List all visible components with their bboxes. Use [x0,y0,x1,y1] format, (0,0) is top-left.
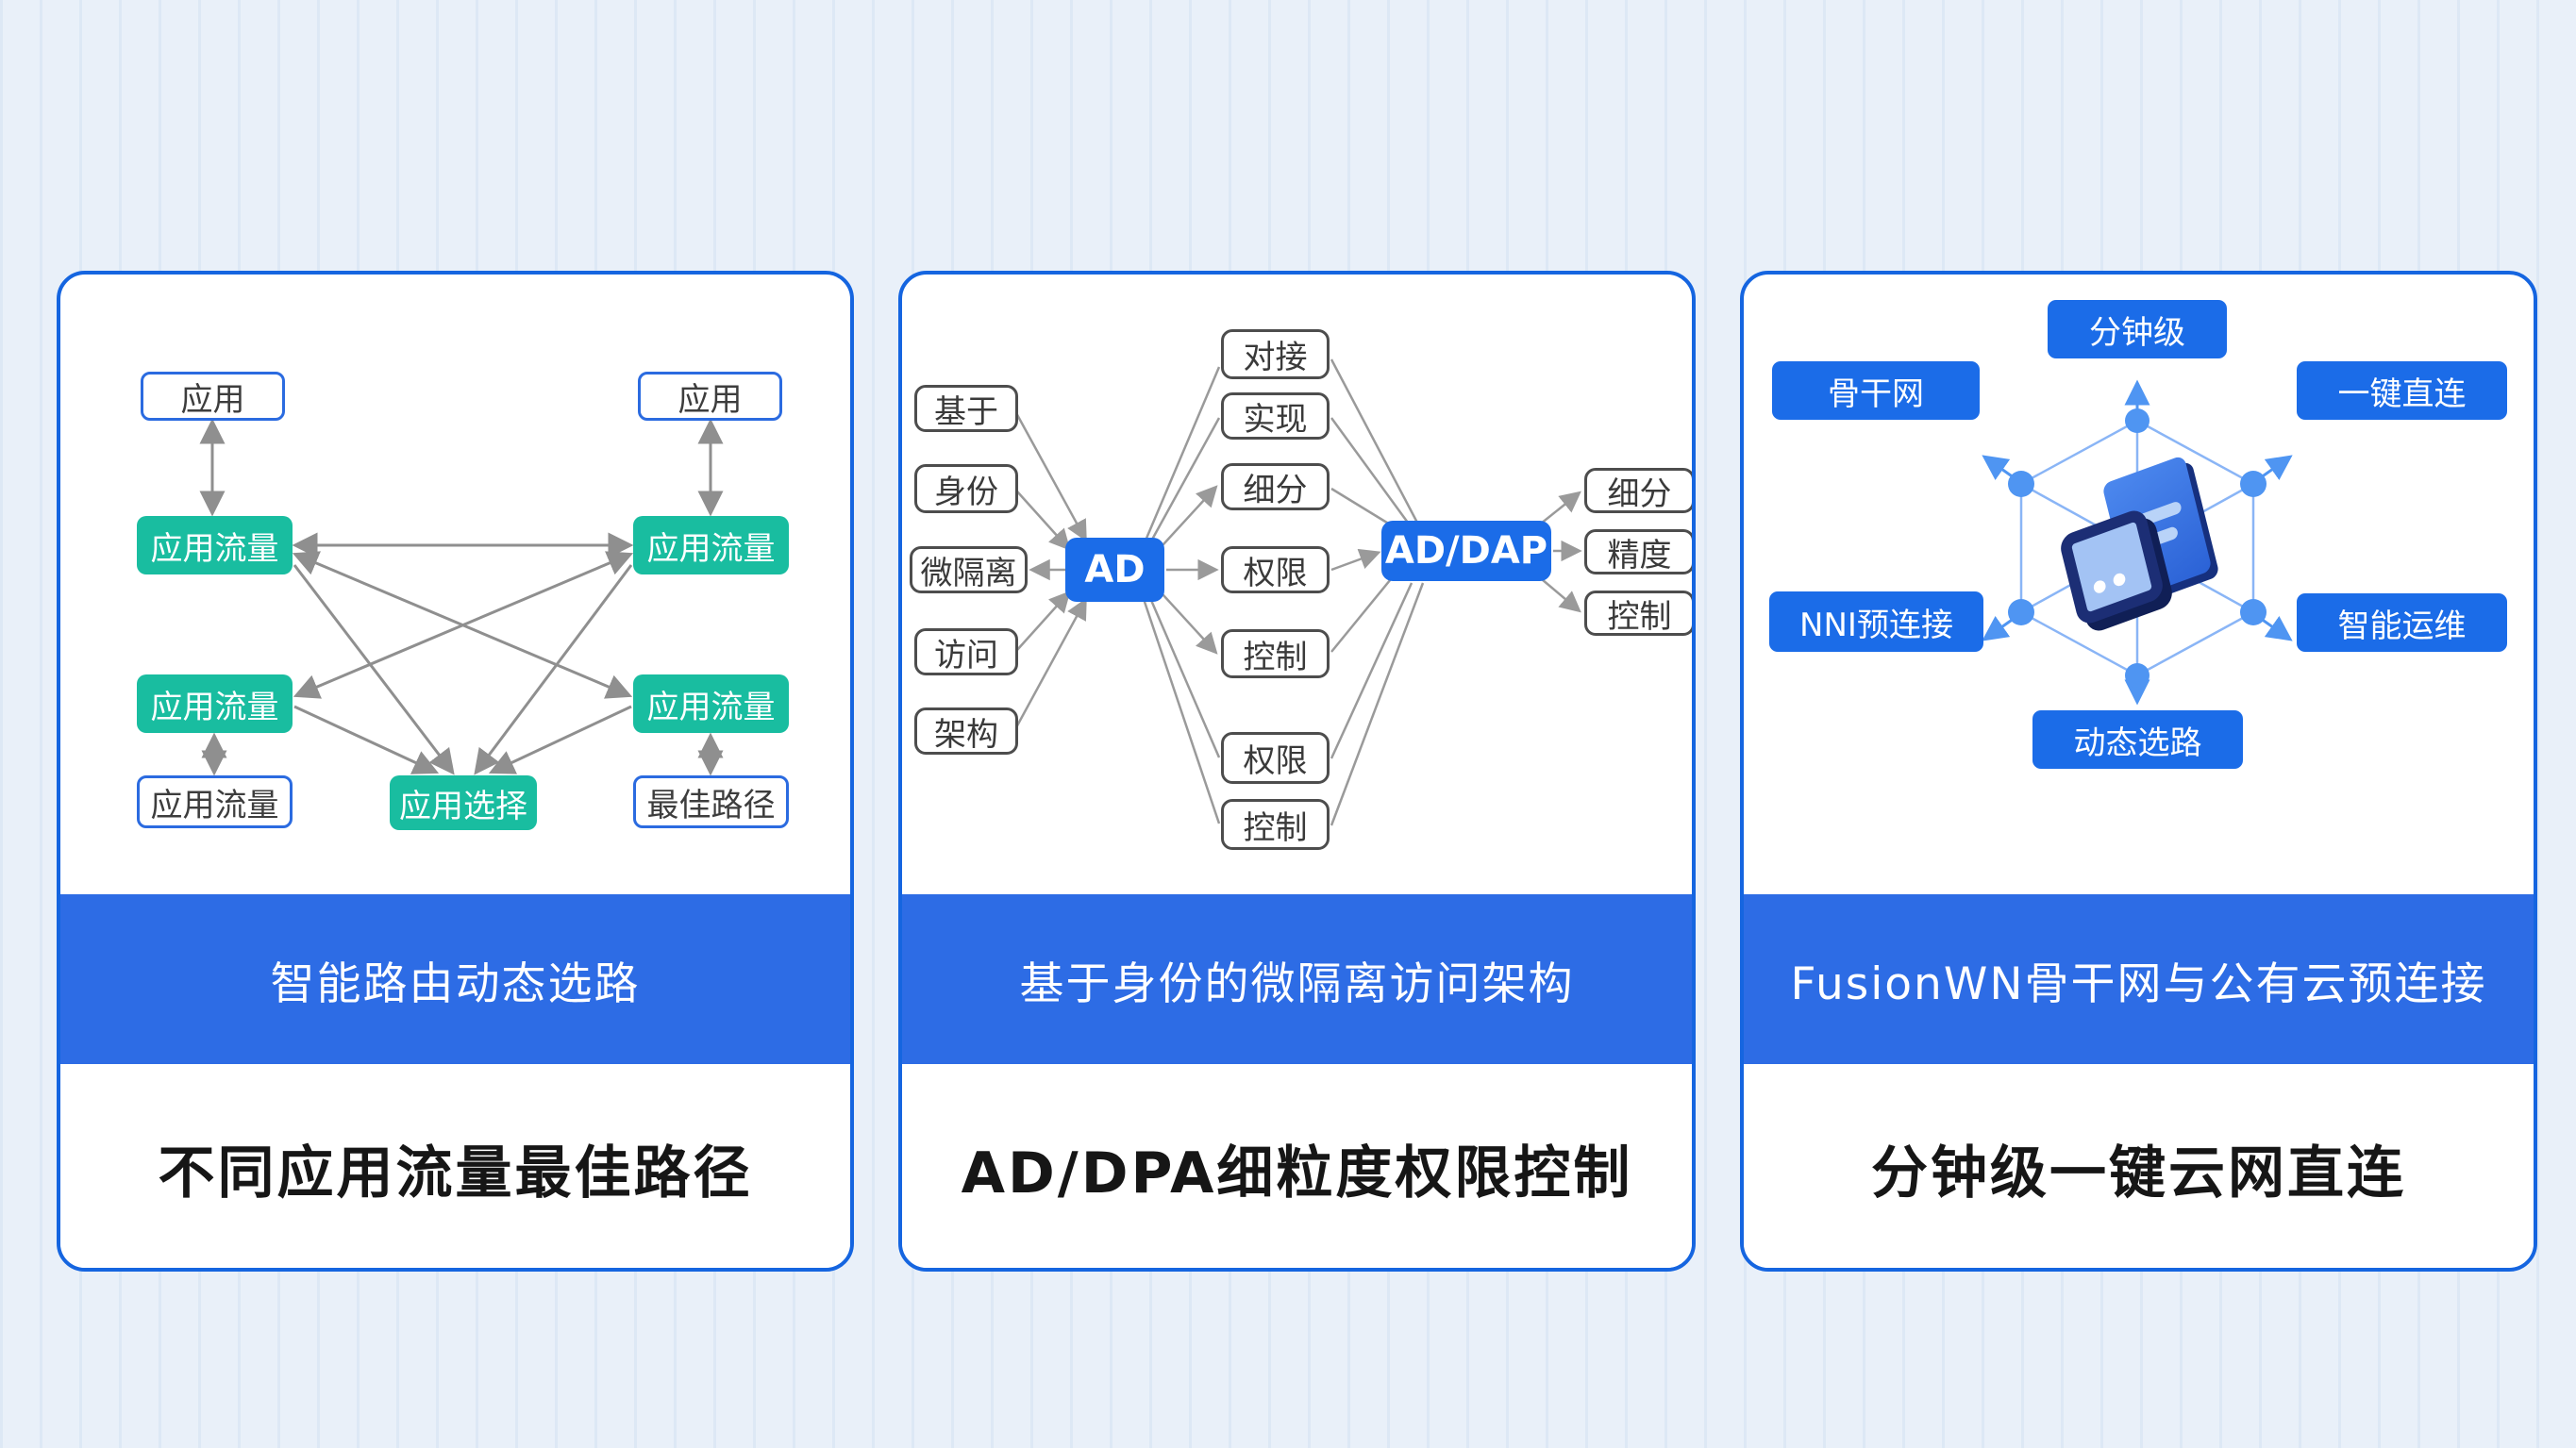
node-micro-isolation: 微隔离 [910,546,1028,593]
node-flow-left-top: 应用流量 [137,516,293,574]
node-based-on: 基于 [914,385,1018,432]
node-identity: 身份 [914,464,1018,513]
label-dynamic-routing: 动态选路 [2032,710,2243,769]
card-micro-segmentation: 基于 身份 微隔离 访问 架构 AD 对接 实现 细分 权限 控制 权限 控制 … [898,271,1696,1272]
node-mid-duijie: 对接 [1221,329,1330,379]
label-nni-preconnect: NNI预连接 [1769,591,1983,652]
label-smart-ops: 智能运维 [2297,593,2507,652]
card-fusionwn: 分钟级 骨干网 一键直连 NNI预连接 智能运维 动态选路 FusionWN骨干… [1740,271,2537,1272]
caption-micro-segmentation: AD/DPA细粒度权限控制 [902,1064,1692,1268]
node-right-xifen: 细分 [1584,468,1692,513]
connector-lines [199,418,724,776]
node-architecture: 架构 [914,707,1018,755]
node-app-select: 应用选择 [390,775,537,830]
micro-segmentation-diagram: 基于 身份 微隔离 访问 架构 AD 对接 实现 细分 权限 控制 权限 控制 … [902,275,1692,898]
card-smart-routing: 应用 应用 应用流量 应用流量 应用流量 应用流量 应用流量 应用选择 最佳路径… [57,271,854,1272]
screen-dot-2 [2112,571,2127,589]
node-mid-kongzhi-1: 控制 [1221,629,1330,678]
caption-smart-routing: 不同应用流量最佳路径 [60,1064,850,1268]
cloud-cards-icon [2057,455,2220,636]
screen-dot-1 [2092,578,2107,595]
node-mid-quanxian-1: 权限 [1221,546,1330,593]
banner-micro-segmentation: 基于身份的微隔离访问架构 [902,894,1692,1064]
node-app-right: 应用 [638,372,782,421]
node-right-kongzhi: 控制 [1584,591,1692,636]
fusionwn-diagram: 分钟级 骨干网 一键直连 NNI预连接 智能运维 动态选路 [1744,275,2534,898]
caption-fusionwn: 分钟级一键云网直连 [1744,1064,2534,1268]
node-best-path: 最佳路径 [633,775,789,828]
node-flow-left-bottom: 应用流量 [137,674,293,733]
node-mid-xifen: 细分 [1221,463,1330,510]
node-flow-right-bottom: 应用流量 [633,674,789,733]
node-ad-hub: AD [1065,538,1164,602]
connector-lines [1013,358,1582,826]
node-mid-kongzhi-2: 控制 [1221,799,1330,850]
banner-fusionwn: FusionWN骨干网与公有云预连接 [1744,894,2534,1064]
label-backbone-network: 骨干网 [1772,361,1980,420]
label-minute-level: 分钟级 [2048,300,2227,358]
node-flow-bottom: 应用流量 [137,775,293,828]
node-mid-quanxian-2: 权限 [1221,732,1330,784]
label-one-click-connect: 一键直连 [2297,361,2507,420]
node-flow-right-top: 应用流量 [633,516,789,574]
node-addap-hub: AD/DAP [1381,521,1551,581]
banner-smart-routing: 智能路由动态选路 [60,894,850,1064]
node-app-left: 应用 [141,372,285,421]
smart-routing-diagram: 应用 应用 应用流量 应用流量 应用流量 应用流量 应用流量 应用选择 最佳路径 [60,275,850,898]
node-right-jingdu: 精度 [1584,529,1692,574]
node-mid-shixian: 实现 [1221,392,1330,440]
node-access: 访问 [914,628,1018,675]
